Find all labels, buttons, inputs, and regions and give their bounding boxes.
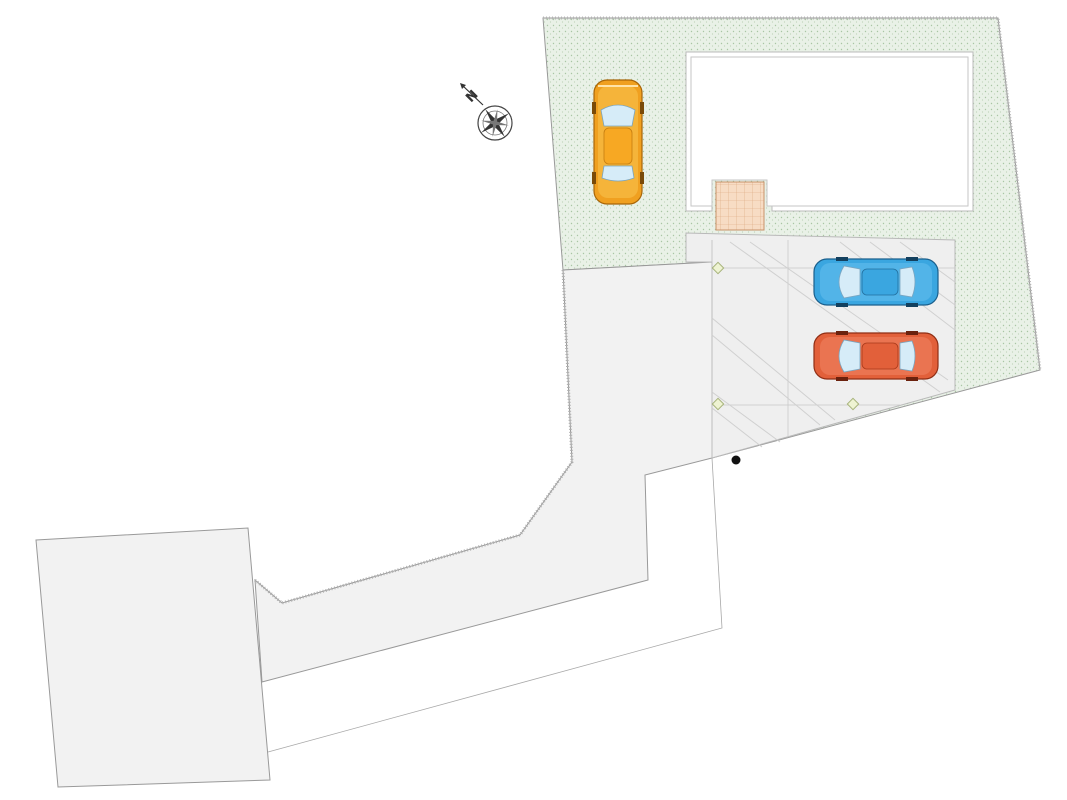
car-orange [592, 79, 644, 205]
car-blue [813, 257, 939, 307]
parking-marker [711, 397, 725, 411]
house-footprint [685, 51, 974, 212]
car-red [813, 331, 939, 381]
parking-marker [711, 261, 725, 275]
road-lower-left [35, 527, 271, 788]
road-edge-line [267, 457, 723, 753]
north-label: N [463, 88, 481, 106]
parking-marker [846, 397, 860, 411]
road [35, 261, 723, 788]
boundary-marker-point [731, 455, 741, 465]
compass-rose-icon: N [460, 83, 513, 141]
road-main [254, 261, 713, 683]
entrance-tile-porch [715, 181, 765, 231]
